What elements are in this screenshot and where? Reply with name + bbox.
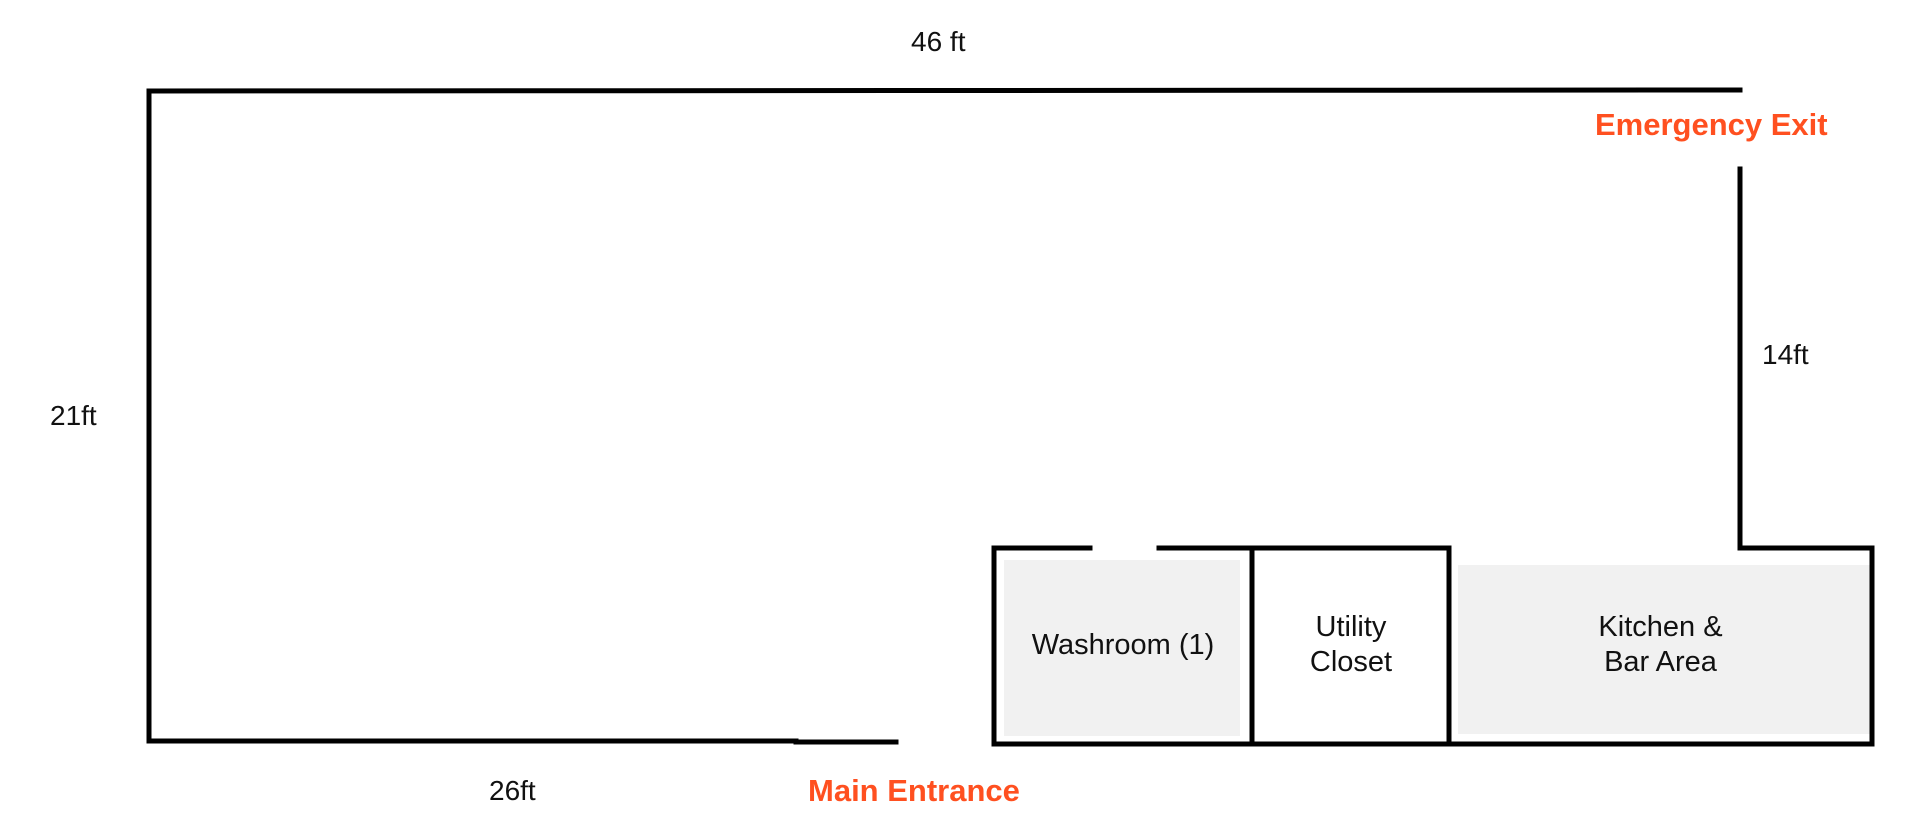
kitchen-bar-label: Kitchen & Bar Area bbox=[1452, 610, 1869, 680]
emergency-exit-label: Emergency Exit bbox=[1595, 107, 1828, 142]
utility-closet-label: Utility Closet bbox=[1255, 610, 1447, 680]
main-entrance-label: Main Entrance bbox=[808, 773, 1020, 808]
washroom-fill bbox=[1004, 560, 1240, 736]
top-dimension-label: 46 ft bbox=[911, 26, 966, 57]
utility-closet-label-line-1: Utility bbox=[1315, 611, 1387, 643]
washroom-label: Washroom (1) bbox=[997, 610, 1249, 680]
right-dimension-label: 14ft bbox=[1762, 339, 1809, 370]
left-dimension-label: 21ft bbox=[50, 400, 97, 431]
kitchen-bar-label-line-1: Kitchen & bbox=[1598, 611, 1723, 643]
north-wall bbox=[146, 87, 1743, 94]
bottom-dimension-label: 26ft bbox=[489, 775, 536, 806]
kitchen-bar-label-line-2: Bar Area bbox=[1604, 646, 1717, 678]
kitchen-fill bbox=[1458, 565, 1870, 734]
washroom-label-line-1: Washroom (1) bbox=[1031, 628, 1215, 661]
utility-closet-label-line-2: Closet bbox=[1309, 646, 1393, 678]
